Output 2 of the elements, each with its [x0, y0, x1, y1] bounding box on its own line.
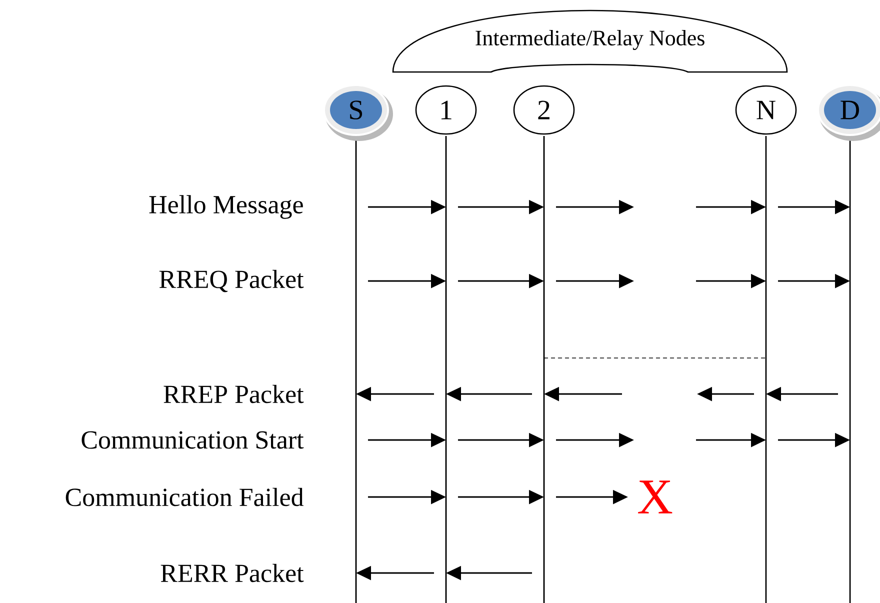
failure-mark: X — [638, 480, 672, 514]
bracket: Intermediate/Relay Nodes — [392, 10, 788, 73]
